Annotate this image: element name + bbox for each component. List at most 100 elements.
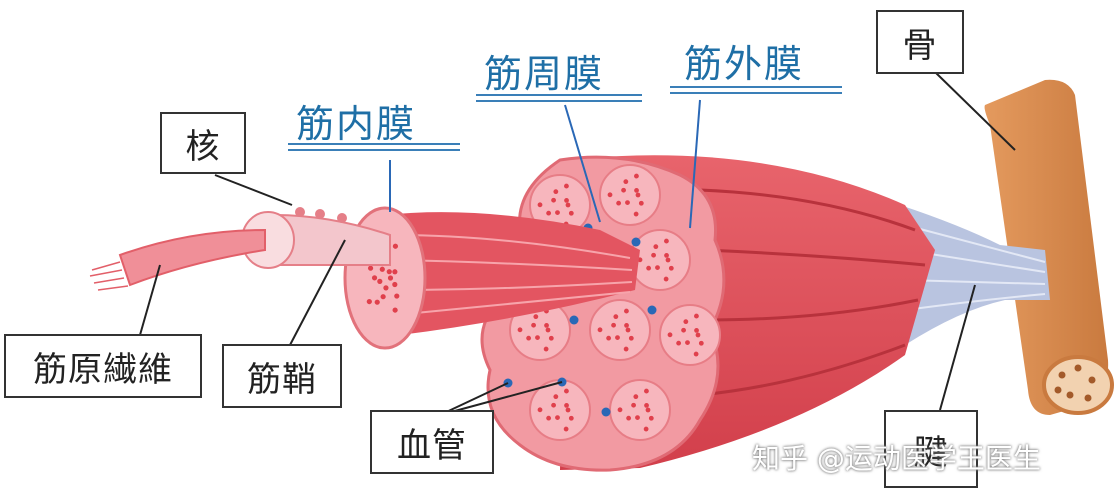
muscle-fiber-dot: [621, 187, 626, 193]
muscle-fiber-dot: [617, 407, 623, 413]
muscle-fiber-dot: [606, 335, 612, 341]
muscle-fiber-dot: [623, 179, 629, 185]
blood-vessel-dot: [631, 237, 641, 247]
fascicle-fiber-dot: [367, 265, 374, 271]
muscle-fiber-dot: [635, 192, 641, 198]
fascicle-fiber-dot: [387, 275, 394, 281]
muscle-fiber-dot: [676, 340, 682, 346]
fascicle-fiber-dot: [394, 293, 400, 299]
fascicle-circle: [589, 299, 651, 361]
label-myofibril: 筋原繊維: [4, 334, 202, 398]
muscle-fiber-dot: [633, 211, 639, 217]
muscle-fiber-dot: [694, 313, 699, 319]
muscle-fiber-dot: [668, 265, 674, 271]
bone-pore: [1084, 394, 1092, 402]
muscle-fiber-dot: [533, 314, 539, 320]
muscle-fiber-dot: [526, 335, 532, 341]
muscle-fiber-dot: [568, 210, 574, 216]
muscle-fiber-dot: [564, 402, 569, 408]
muscle-fiber-dot: [665, 257, 671, 263]
blood-vessel-dot: [647, 305, 657, 315]
muscle-fiber-dot: [685, 340, 690, 345]
muscle-fiber-dot: [645, 407, 651, 413]
bone-pore: [1088, 376, 1096, 384]
muscle-fiber-dot: [695, 332, 701, 338]
fascicle-circle: [659, 304, 721, 366]
epimysium-underline: [670, 86, 842, 88]
muscle-fiber-dot: [635, 415, 640, 420]
bone-shape: [984, 79, 1114, 415]
fascicle-circle: [599, 164, 661, 226]
muscle-fiber-dot: [655, 265, 660, 270]
muscle-fiber-dot: [664, 238, 669, 244]
muscle-fiber-dot: [597, 327, 603, 333]
muscle-fiber-dot: [546, 210, 552, 216]
label-tendon: 腱: [884, 410, 978, 488]
muscle-fiber-dot: [693, 351, 699, 357]
fascicle-fiber-dot: [380, 294, 386, 300]
epimysium-underline-2: [670, 92, 842, 94]
muscle-fiber-dot: [646, 265, 652, 271]
blue-leader-lines: [389, 99, 701, 229]
nucleus-dots: [295, 207, 347, 223]
fascicle-fiber-dot: [383, 285, 389, 291]
muscle-fiber-dot: [568, 415, 574, 421]
muscle-fiber-dot: [698, 340, 704, 346]
muscle-fiber-dot: [546, 415, 552, 421]
muscle-fiber-dot: [611, 322, 616, 328]
muscle-fiber-dot: [565, 407, 571, 413]
muscle-fiber-dot: [616, 200, 622, 206]
muscle-fiber-dot: [625, 200, 630, 205]
muscle-fiber-dot: [633, 394, 639, 400]
watermark-text: 知乎 @运动医学王医生: [752, 442, 1041, 475]
muscle-fiber-dot: [651, 252, 656, 258]
muscle-fiber-dot: [638, 200, 644, 206]
blood-vessel-dot: [601, 407, 611, 417]
muscle-fiber-dot: [648, 415, 654, 421]
muscle-fiber-dot: [626, 415, 632, 421]
muscle-fiber-dot: [563, 426, 569, 432]
muscle-fiber-dot: [537, 202, 543, 208]
fascicle-fiber-dot: [366, 298, 372, 305]
muscle-fiber-dot: [544, 322, 549, 328]
muscle-fiber-dot: [643, 426, 649, 432]
muscle-fiber-dot: [634, 173, 639, 179]
fascicle-fiber-dot: [392, 307, 398, 313]
fascicle-extension: [385, 212, 640, 335]
muscle-fiber-dot: [537, 407, 543, 413]
myofibril: [118, 228, 266, 287]
tendon-shape: [900, 205, 1050, 345]
muscle-fiber-dot: [564, 197, 569, 203]
muscle-fiber-dot: [543, 346, 549, 352]
muscle-fiber-dot: [551, 402, 556, 408]
muscle-fiber-dot: [517, 327, 523, 333]
muscle-fiber-dot: [624, 308, 629, 314]
muscle-fiber-dot: [553, 189, 559, 195]
label-epimysium: 筋外膜: [684, 42, 805, 86]
muscle-fiber-dot: [667, 332, 673, 338]
muscle-fiber-dot: [683, 319, 689, 325]
bone-pores: [1054, 364, 1096, 402]
label-sarcolemma: 筋鞘: [222, 344, 342, 408]
blood-vessel-dot: [569, 315, 579, 325]
fascicle-fiber-dot: [374, 299, 380, 305]
muscle-fiber-dot: [564, 183, 569, 189]
muscle-fiber-dot: [628, 335, 634, 341]
muscle-fiber-dot: [694, 327, 699, 333]
muscle-fiber-dot: [625, 327, 631, 333]
muscle-fiber-dot: [555, 415, 560, 420]
fascicle-fiber-dot: [377, 278, 383, 284]
myofibril-strands: [89, 261, 129, 291]
bone-pore: [1066, 391, 1074, 399]
muscle-bundle-lines: [699, 188, 926, 397]
muscle-fiber-dot: [653, 244, 659, 250]
fascicle-fiber-dot: [392, 269, 398, 275]
muscle-fiber: [274, 213, 391, 267]
bone-pore: [1054, 386, 1062, 394]
muscle-fiber-dot: [545, 327, 551, 333]
muscle-fiber-dot: [564, 388, 569, 394]
perimysium-underline: [476, 94, 642, 96]
label-endomysium: 筋内膜: [296, 102, 417, 146]
